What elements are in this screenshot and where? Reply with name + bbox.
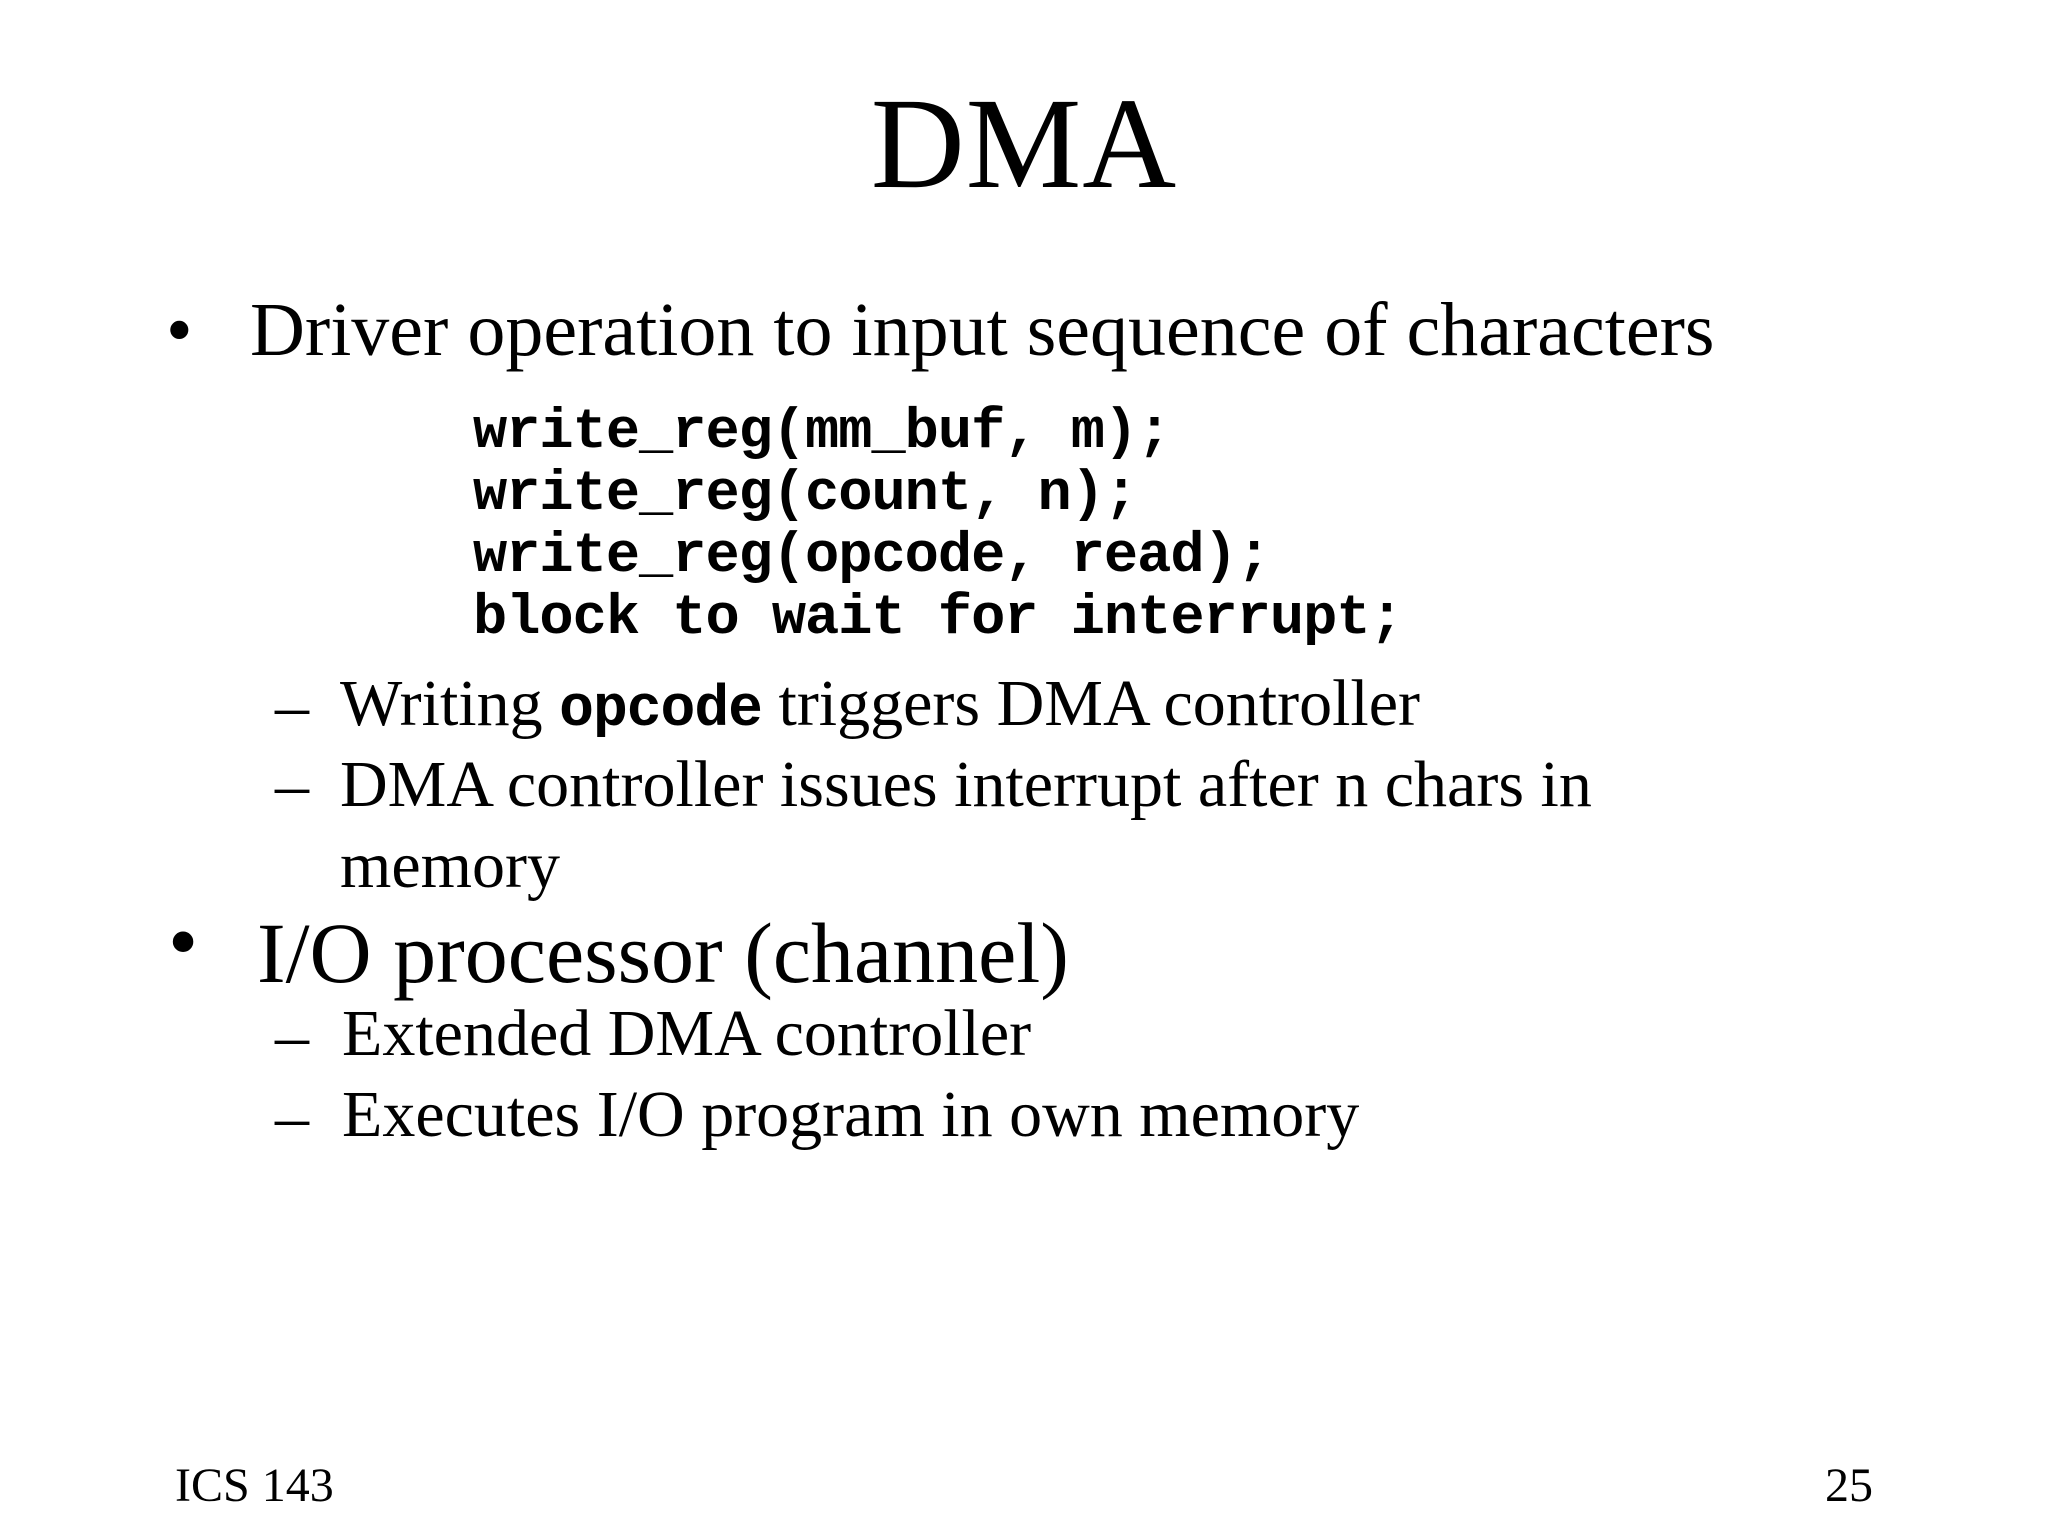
bullet-dot-marker: • <box>168 893 199 989</box>
sub-bullet2-line: memory <box>340 829 560 902</box>
dash-bullet-marker: – <box>275 1078 309 1154</box>
sub-bullet2-text: DMA controller issues interrupt after n … <box>340 744 1592 906</box>
code-line: write_reg(opcode, read); <box>473 525 1271 589</box>
code-line: block to wait for interrupt; <box>473 587 1404 651</box>
sub-bullet1-prefix: Writing <box>340 667 560 740</box>
footer-page-number: 25 <box>1825 1459 1873 1512</box>
sub-bullet1-text: Writing opcode triggers DMA controller <box>340 671 1420 740</box>
sub-bullet3-text: Extended DMA controller <box>342 997 1032 1070</box>
bullet1-text: Driver operation to input sequence of ch… <box>250 288 1715 372</box>
footer-course-label: ICS 143 <box>175 1459 334 1512</box>
sub-bullet1-suffix: triggers DMA controller <box>761 667 1421 740</box>
code-block: write_reg(mm_buf, m); write_reg(count, n… <box>473 401 1404 651</box>
slide-title: DMA <box>870 72 1178 216</box>
dash-bullet-marker: – <box>275 746 309 822</box>
code-line: write_reg(count, n); <box>473 463 1138 527</box>
sub-bullet2-line: DMA controller issues interrupt after n … <box>340 748 1592 821</box>
code-line: write_reg(mm_buf, m); <box>473 401 1171 465</box>
sub-bullet4-text: Executes I/O program in own memory <box>342 1078 1360 1151</box>
bullet2-text: I/O processor (channel) <box>257 905 1069 1001</box>
dash-bullet-marker: – <box>275 997 309 1073</box>
dash-bullet-marker: – <box>275 667 309 743</box>
sub-bullet1-code-word: opcode <box>559 678 763 743</box>
bullet-dot-marker: • <box>166 288 193 372</box>
